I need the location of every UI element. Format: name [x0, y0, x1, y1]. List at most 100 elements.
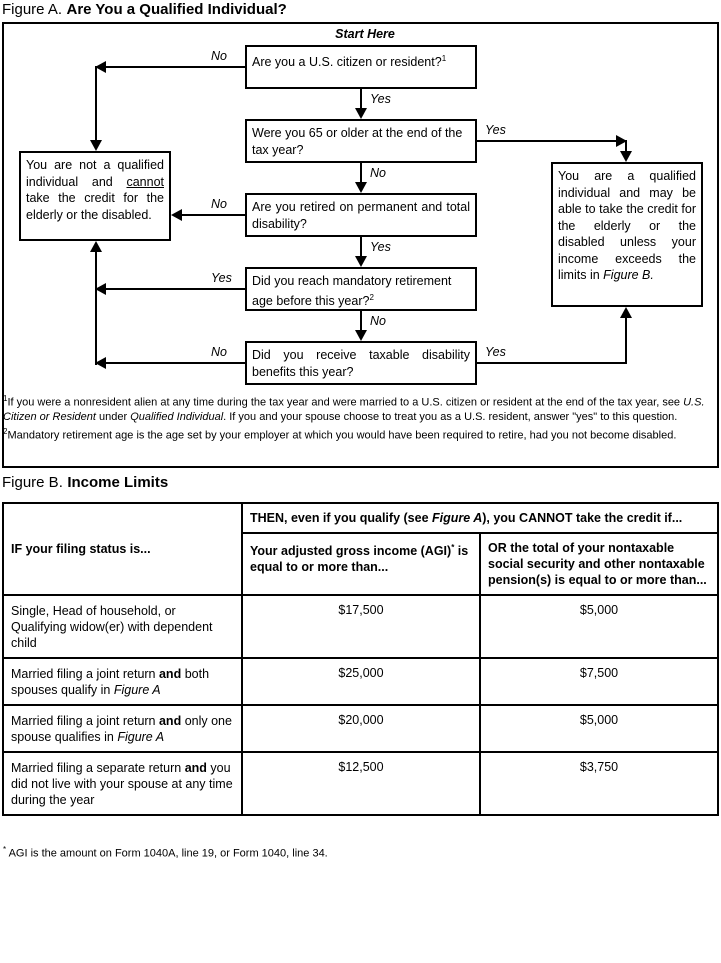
table-header-row-columns: Your adjusted gross income (AGI)* is equ…	[3, 532, 719, 596]
flow-box-qualified: You are a qualified individual and may b…	[551, 162, 703, 307]
figure-a-footnote-1-text-b: under	[95, 411, 131, 424]
edge-citizen-yes-arrowhead	[355, 108, 367, 119]
table-header-then-figure-a-ref: Figure A	[432, 511, 483, 525]
edge-age65-yes-horizontal	[477, 140, 616, 142]
table-header-agi: Your adjusted gross income (AGI)* is equ…	[241, 532, 481, 596]
edge-label-mandatory-no: No	[368, 314, 388, 328]
edge-label-taxable-no: No	[209, 345, 229, 359]
figure-b-footnote-marker: *	[3, 845, 7, 854]
income-limits-table-body: IF your filing status is... THEN, even i…	[2, 502, 719, 816]
figure-a-footnote-1-marker: 1	[3, 394, 8, 403]
figure-a-footnote-1-text-a: If you were a nonresident alien at any t…	[7, 396, 684, 409]
edge-label-age65-yes: Yes	[483, 123, 508, 137]
table-row: Married filing a separate return and you…	[2, 751, 719, 816]
figure-b-footnote: * AGI is the amount on Form 1040A, line …	[3, 843, 718, 861]
table-row: Married filing a joint return and both s…	[2, 657, 719, 706]
edge-label-citizen-no: No	[209, 49, 229, 63]
figure-b-footnote-text: AGI is the amount on Form 1040A, line 19…	[6, 847, 328, 860]
figure-a-title: Figure A. Are You a Qualified Individual…	[2, 1, 287, 19]
figure-b-label: Figure B.	[2, 474, 63, 491]
figure-b-heading: Income Limits	[67, 474, 169, 491]
table-header-filing-status-text: IF your filing status is...	[11, 542, 151, 556]
edge-label-citizen-yes: Yes	[368, 92, 393, 106]
row-3-agi-limit: $12,500	[241, 751, 481, 816]
qualified-text: You are a qualified individual and may b…	[558, 169, 696, 282]
agi-footnote-marker: *	[451, 543, 455, 552]
edge-mandatory-no-arrowhead	[355, 330, 367, 341]
edge-label-retired-yes: Yes	[368, 240, 393, 254]
row-0-nontaxable-limit: $5,000	[479, 594, 719, 659]
edge-citizen-no-horizontal	[106, 66, 245, 68]
footnote-marker-1: 1	[441, 54, 447, 63]
edge-taxable-no-arrowhead	[95, 357, 106, 369]
table-row: Single, Head of household, or Qualifying…	[2, 594, 719, 659]
figure-a-footnote-1: 1If you were a nonresident alien at any …	[3, 392, 718, 425]
edge-age65-yes-arrowhead-right	[616, 135, 627, 147]
flow-box-citizen: Are you a U.S. citizen or resident?1	[245, 45, 477, 89]
edge-citizen-no-arrowhead-left	[95, 61, 106, 73]
row-1-nontaxable-limit: $7,500	[479, 657, 719, 706]
table-header-nontaxable-text: OR the total of your nontaxable social s…	[488, 541, 707, 587]
flow-box-citizen-text: Are you a U.S. citizen or resident?	[252, 55, 442, 70]
not-qualified-text-pre: You are not a qualified individual and	[26, 158, 164, 189]
edge-age65-no-vertical	[360, 163, 362, 182]
flow-box-taxable-disability: Did you receive taxable disability benef…	[245, 341, 477, 385]
flow-box-age-65-text: Were you 65 or older at the end of the t…	[252, 126, 463, 157]
start-here-label: Start Here	[335, 27, 395, 41]
figure-a-footnote-1-italic-2: Qualified Individual	[130, 411, 224, 424]
edge-taxable-yes-horizontal	[477, 362, 625, 364]
table-header-agi-text-b: is equal to or more than...	[250, 544, 469, 575]
edge-left-riser-vertical	[95, 252, 97, 365]
table-header-row-then: IF your filing status is... THEN, even i…	[2, 502, 719, 596]
row-0-agi-limit: $17,500	[241, 594, 481, 659]
qualified-figure-b-ref: Figure B.	[603, 268, 654, 282]
edge-label-age65-no: No	[368, 166, 388, 180]
edge-citizen-no-arrowhead-down	[90, 140, 102, 151]
edge-citizen-no-vertical	[95, 66, 97, 140]
flow-box-retired-text: Are you retired on permanent and total d…	[252, 200, 470, 231]
figure-a-footnote-2: 2Mandatory retirement age is the age set…	[3, 425, 718, 443]
table-header-nontaxable: OR the total of your nontaxable social s…	[479, 532, 719, 596]
flow-box-retired: Are you retired on permanent and total d…	[245, 193, 477, 237]
edge-mandatory-no-vertical	[360, 311, 362, 330]
edge-retired-yes-arrowhead	[355, 256, 367, 267]
figure-a-footnote-1-text-c: . If you and your spouse choose to treat…	[223, 411, 678, 424]
income-limits-table: IF your filing status is... THEN, even i…	[2, 502, 719, 816]
row-2-filing-status: Married filing a joint return and only o…	[2, 704, 243, 753]
table-header-then-b: ), you CANNOT take the credit if...	[482, 511, 683, 525]
figure-a-label: Figure A.	[2, 1, 63, 18]
flow-box-age-65: Were you 65 or older at the end of the t…	[245, 119, 477, 163]
table-header-then-a: THEN, even if you qualify (see	[250, 511, 432, 525]
edge-retired-no-arrowhead	[171, 209, 182, 221]
row-3-filing-status: Married filing a separate return and you…	[2, 751, 243, 816]
table-header-then-banner: THEN, even if you qualify (see Figure A)…	[241, 502, 719, 534]
table-row: Married filing a joint return and only o…	[2, 704, 719, 753]
not-qualified-emphasis: cannot	[126, 174, 164, 189]
edge-age65-yes-vertical	[625, 140, 627, 151]
flow-box-mandatory-retirement-text: Did you reach mandatory retirement age b…	[252, 274, 452, 308]
figure-a-footnote-2-marker: 2	[3, 426, 8, 436]
edge-age65-no-arrowhead	[355, 182, 367, 193]
row-2-nontaxable-limit: $5,000	[479, 704, 719, 753]
flow-box-taxable-disability-text: Did you receive taxable disability benef…	[252, 348, 470, 379]
footnote-marker-2: 2	[369, 292, 374, 302]
edge-citizen-yes-vertical	[360, 89, 362, 108]
figure-a-heading: Are You a Qualified Individual?	[66, 1, 287, 18]
figure-a-flowchart: Start Here Are you a U.S. citizen or res…	[2, 22, 719, 468]
edge-age65-yes-arrowhead-down	[620, 151, 632, 162]
edge-mandatory-yes-arrowhead	[95, 283, 106, 295]
edge-taxable-yes-arrowhead	[620, 307, 632, 318]
edge-taxable-no-horizontal	[106, 362, 245, 364]
edge-left-riser-arrowhead-up	[90, 241, 102, 252]
row-0-filing-status: Single, Head of household, or Qualifying…	[2, 594, 243, 659]
edge-taxable-yes-vertical	[625, 318, 627, 364]
table-header-agi-text-a: Your adjusted gross income (AGI)	[250, 544, 452, 559]
figure-b-title: Figure B. Income Limits	[2, 474, 168, 492]
flow-box-mandatory-retirement: Did you reach mandatory retirement age b…	[245, 267, 477, 311]
flow-box-not-qualified: You are not a qualified individual and c…	[19, 151, 171, 241]
not-qualified-text-post: take the credit for the elderly or the d…	[26, 191, 164, 222]
figure-a-footnote-1-italic-1: U.S. Citizen or Resident	[3, 396, 705, 424]
figure-a-footnote-2-text: Mandatory retirement age is the age set …	[7, 429, 677, 442]
row-3-nontaxable-limit: $3,750	[479, 751, 719, 816]
row-1-filing-status: Married filing a joint return and both s…	[2, 657, 243, 706]
